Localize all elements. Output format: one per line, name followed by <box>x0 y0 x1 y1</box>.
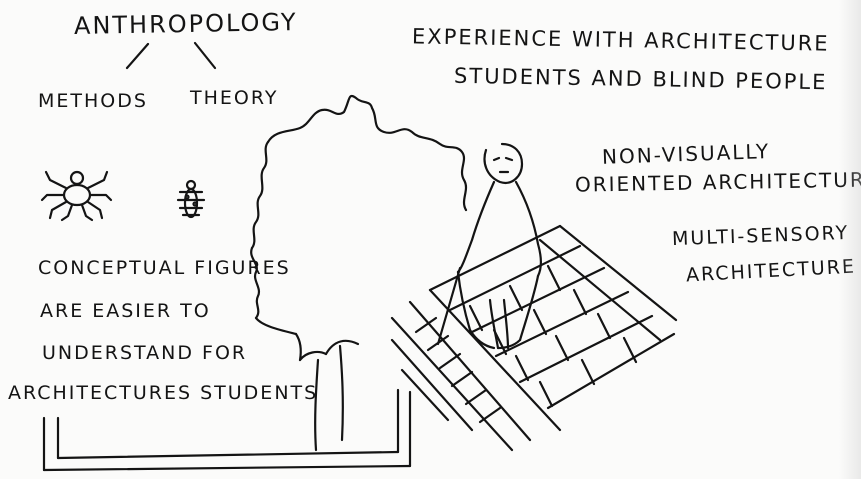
branch-theory: THEORY <box>190 87 279 109</box>
non-visual-line-2: ORIENTED ARCHITECTURE <box>574 167 861 197</box>
conceptual-line-3: UNDERSTAND FOR <box>42 342 248 364</box>
paper-edge-shadow <box>839 0 861 479</box>
conceptual-line-2: ARE EASIER TO <box>40 300 211 322</box>
conceptual-line-1: CONCEPTUAL FIGURES <box>38 257 291 279</box>
blind-figure-sketch <box>436 142 543 350</box>
spider-icon <box>40 170 113 222</box>
branch-line-methods <box>125 42 150 70</box>
white-cane <box>436 266 462 346</box>
branch-line-theory <box>193 41 217 70</box>
heading-anthropology: ANTHROPOLOGY <box>73 8 298 40</box>
branch-methods: METHODS <box>38 90 148 112</box>
brick-path-sketch <box>390 224 678 452</box>
tree-sketch <box>250 94 468 452</box>
hierarchy-lines <box>125 41 217 70</box>
small-bug-icon <box>176 179 206 219</box>
ground-platform-sketch <box>42 388 412 472</box>
non-visual-line-1: NON-VISUALLY <box>601 139 771 169</box>
conceptual-line-4: ARCHITECTURES STUDENTS <box>8 382 319 404</box>
